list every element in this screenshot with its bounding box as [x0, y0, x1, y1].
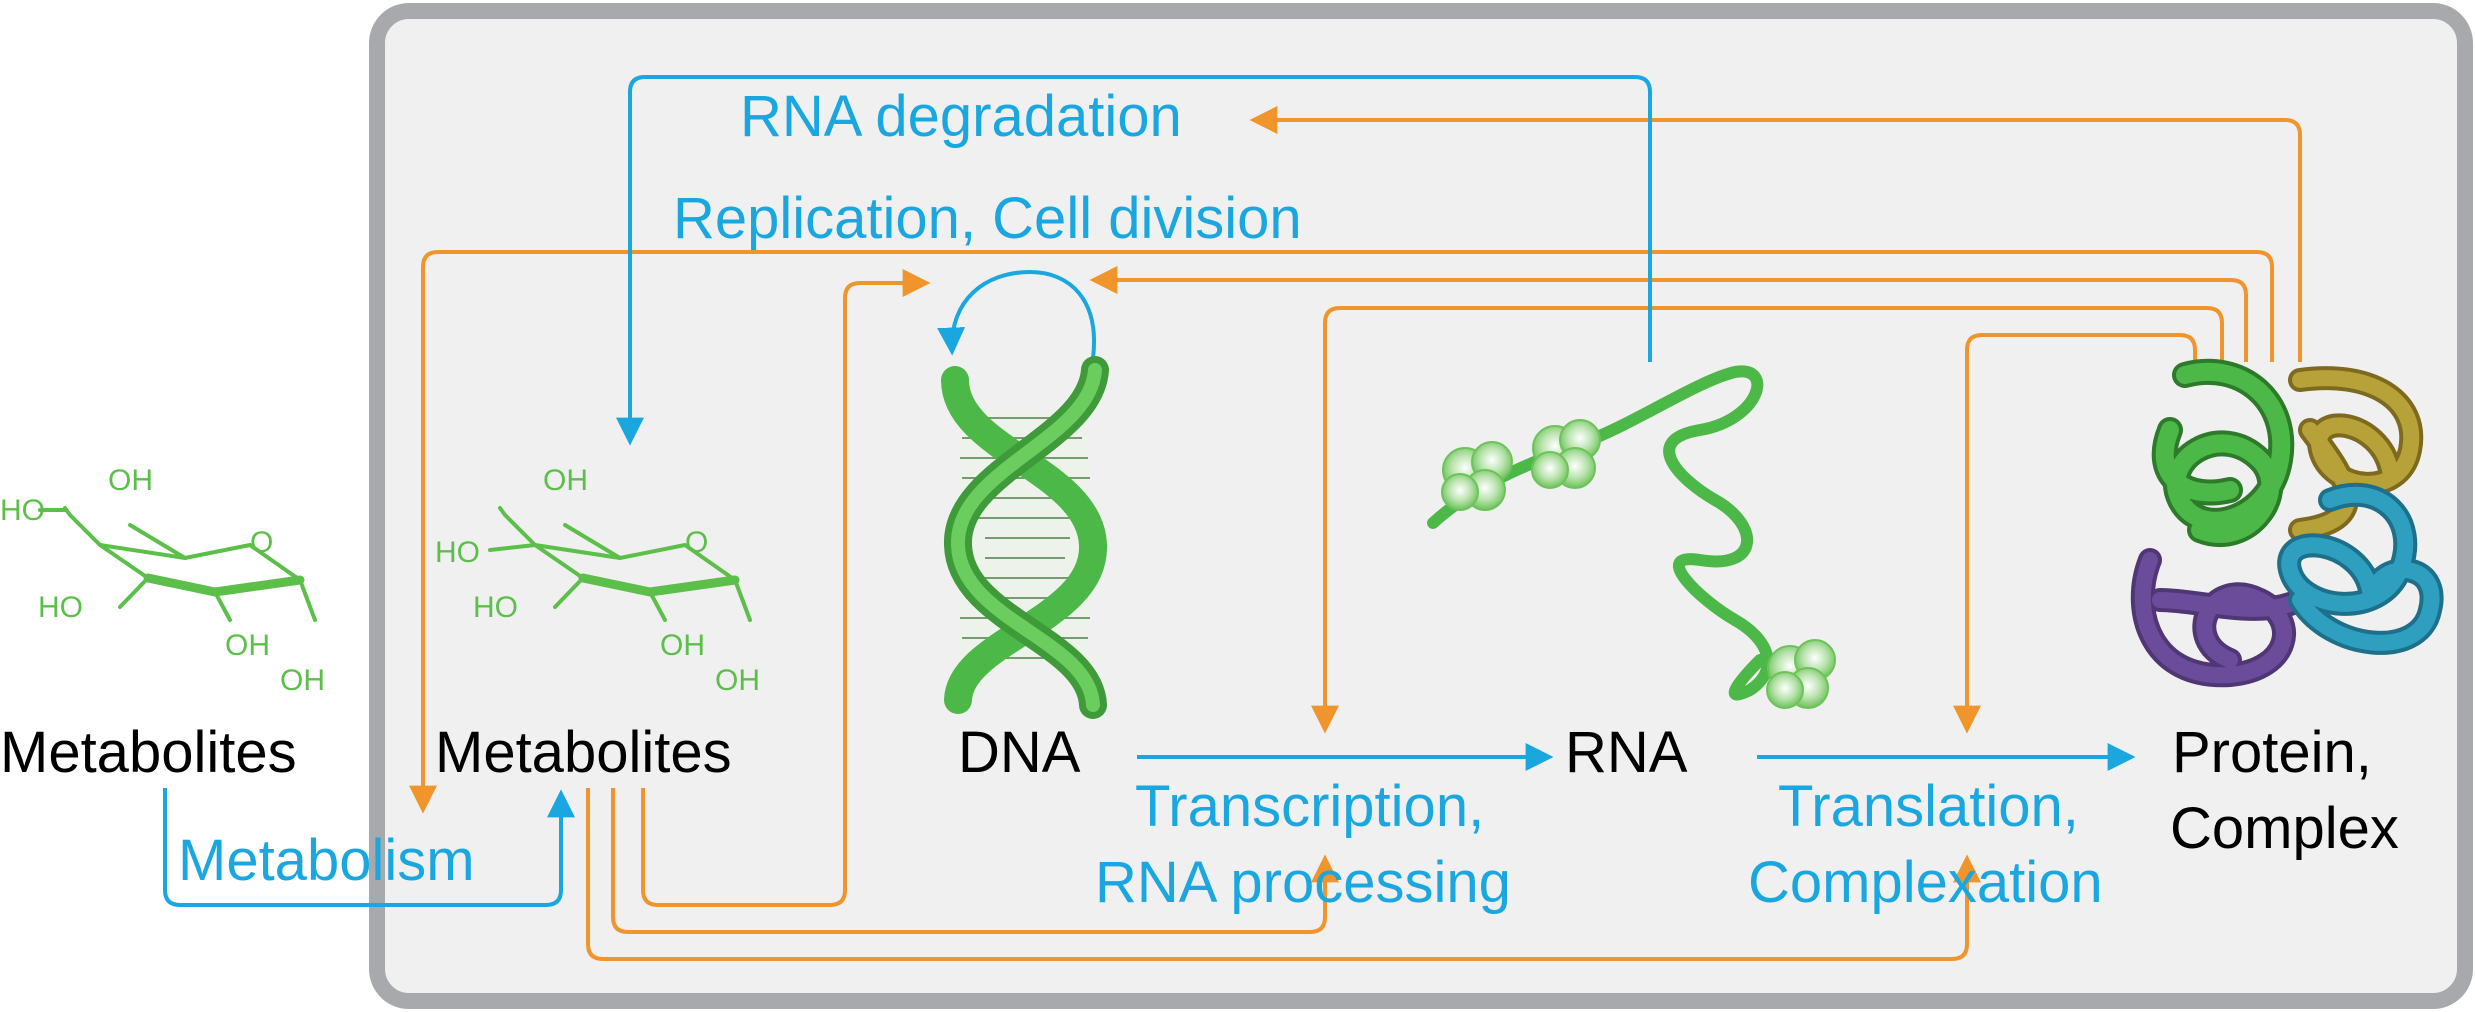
glucose-oh-label: OH [225, 629, 270, 662]
feedback-protein-to-replication-right [1089, 266, 2248, 362]
glucose-oh-label: OH [660, 629, 705, 662]
replication-label: Replication, Cell division [673, 186, 1302, 251]
protein-complex-icon [2130, 358, 2444, 688]
metabolism-arrow [163, 788, 575, 907]
transcription-label-line1: Transcription, [1135, 774, 1484, 839]
process-arrows [163, 75, 2136, 907]
feedback-protein-to-rna-degradation [1249, 106, 2302, 362]
glucose-icon: OH HO HO OH OH O [435, 464, 760, 697]
glucose-ho-label: HO [473, 591, 518, 624]
rna-label: RNA [1565, 720, 1688, 785]
cell-boundary [369, 3, 2473, 1009]
feedback-protein-to-metabolism [409, 250, 2274, 814]
rna-degradation-label: RNA degradation [740, 84, 1182, 149]
protein-label-line2: Complex [2170, 796, 2399, 861]
rna-degradation-arrow [616, 75, 1652, 446]
dna-helix-icon [941, 356, 1109, 719]
feedback-arrows [409, 106, 2302, 961]
glucose-oh-label: OH [543, 464, 588, 497]
glucose-oh-label: OH [715, 664, 760, 697]
metabolism-label: Metabolism [178, 828, 475, 893]
external-metabolites-label: Metabolites [0, 720, 297, 785]
glucose-o-label: O [685, 526, 708, 559]
glucose-icon: OH HO HO OH OH O [0, 464, 325, 697]
protein-label-line1: Protein, [2172, 720, 2372, 785]
glucose-ho-label: HO [38, 591, 83, 624]
glucose-o-label: O [250, 526, 273, 559]
translation-label-line1: Translation, [1778, 774, 2079, 839]
transcription-label-line2: RNA processing [1095, 850, 1511, 915]
metabolites-label: Metabolites [435, 720, 732, 785]
glucose-oh-label: OH [280, 664, 325, 697]
feedback-protein-to-translation [1953, 333, 2197, 734]
glucose-ho-label: HO [435, 536, 480, 569]
glucose-ho-label: HO [0, 494, 45, 527]
feedback-metabolites-to-transcription [611, 788, 1339, 934]
glucose-oh-label: OH [108, 464, 153, 497]
dna-label: DNA [958, 720, 1081, 785]
feedback-metabolites-to-replication [641, 269, 931, 907]
translation-label-line2: Complexation [1748, 850, 2103, 915]
ribosome-mrna-icon [1427, 365, 1836, 709]
feedback-metabolites-to-translation [586, 788, 1981, 961]
feedback-protein-to-transcription [1311, 306, 2224, 734]
cycle-arrow-icon [937, 270, 1096, 359]
